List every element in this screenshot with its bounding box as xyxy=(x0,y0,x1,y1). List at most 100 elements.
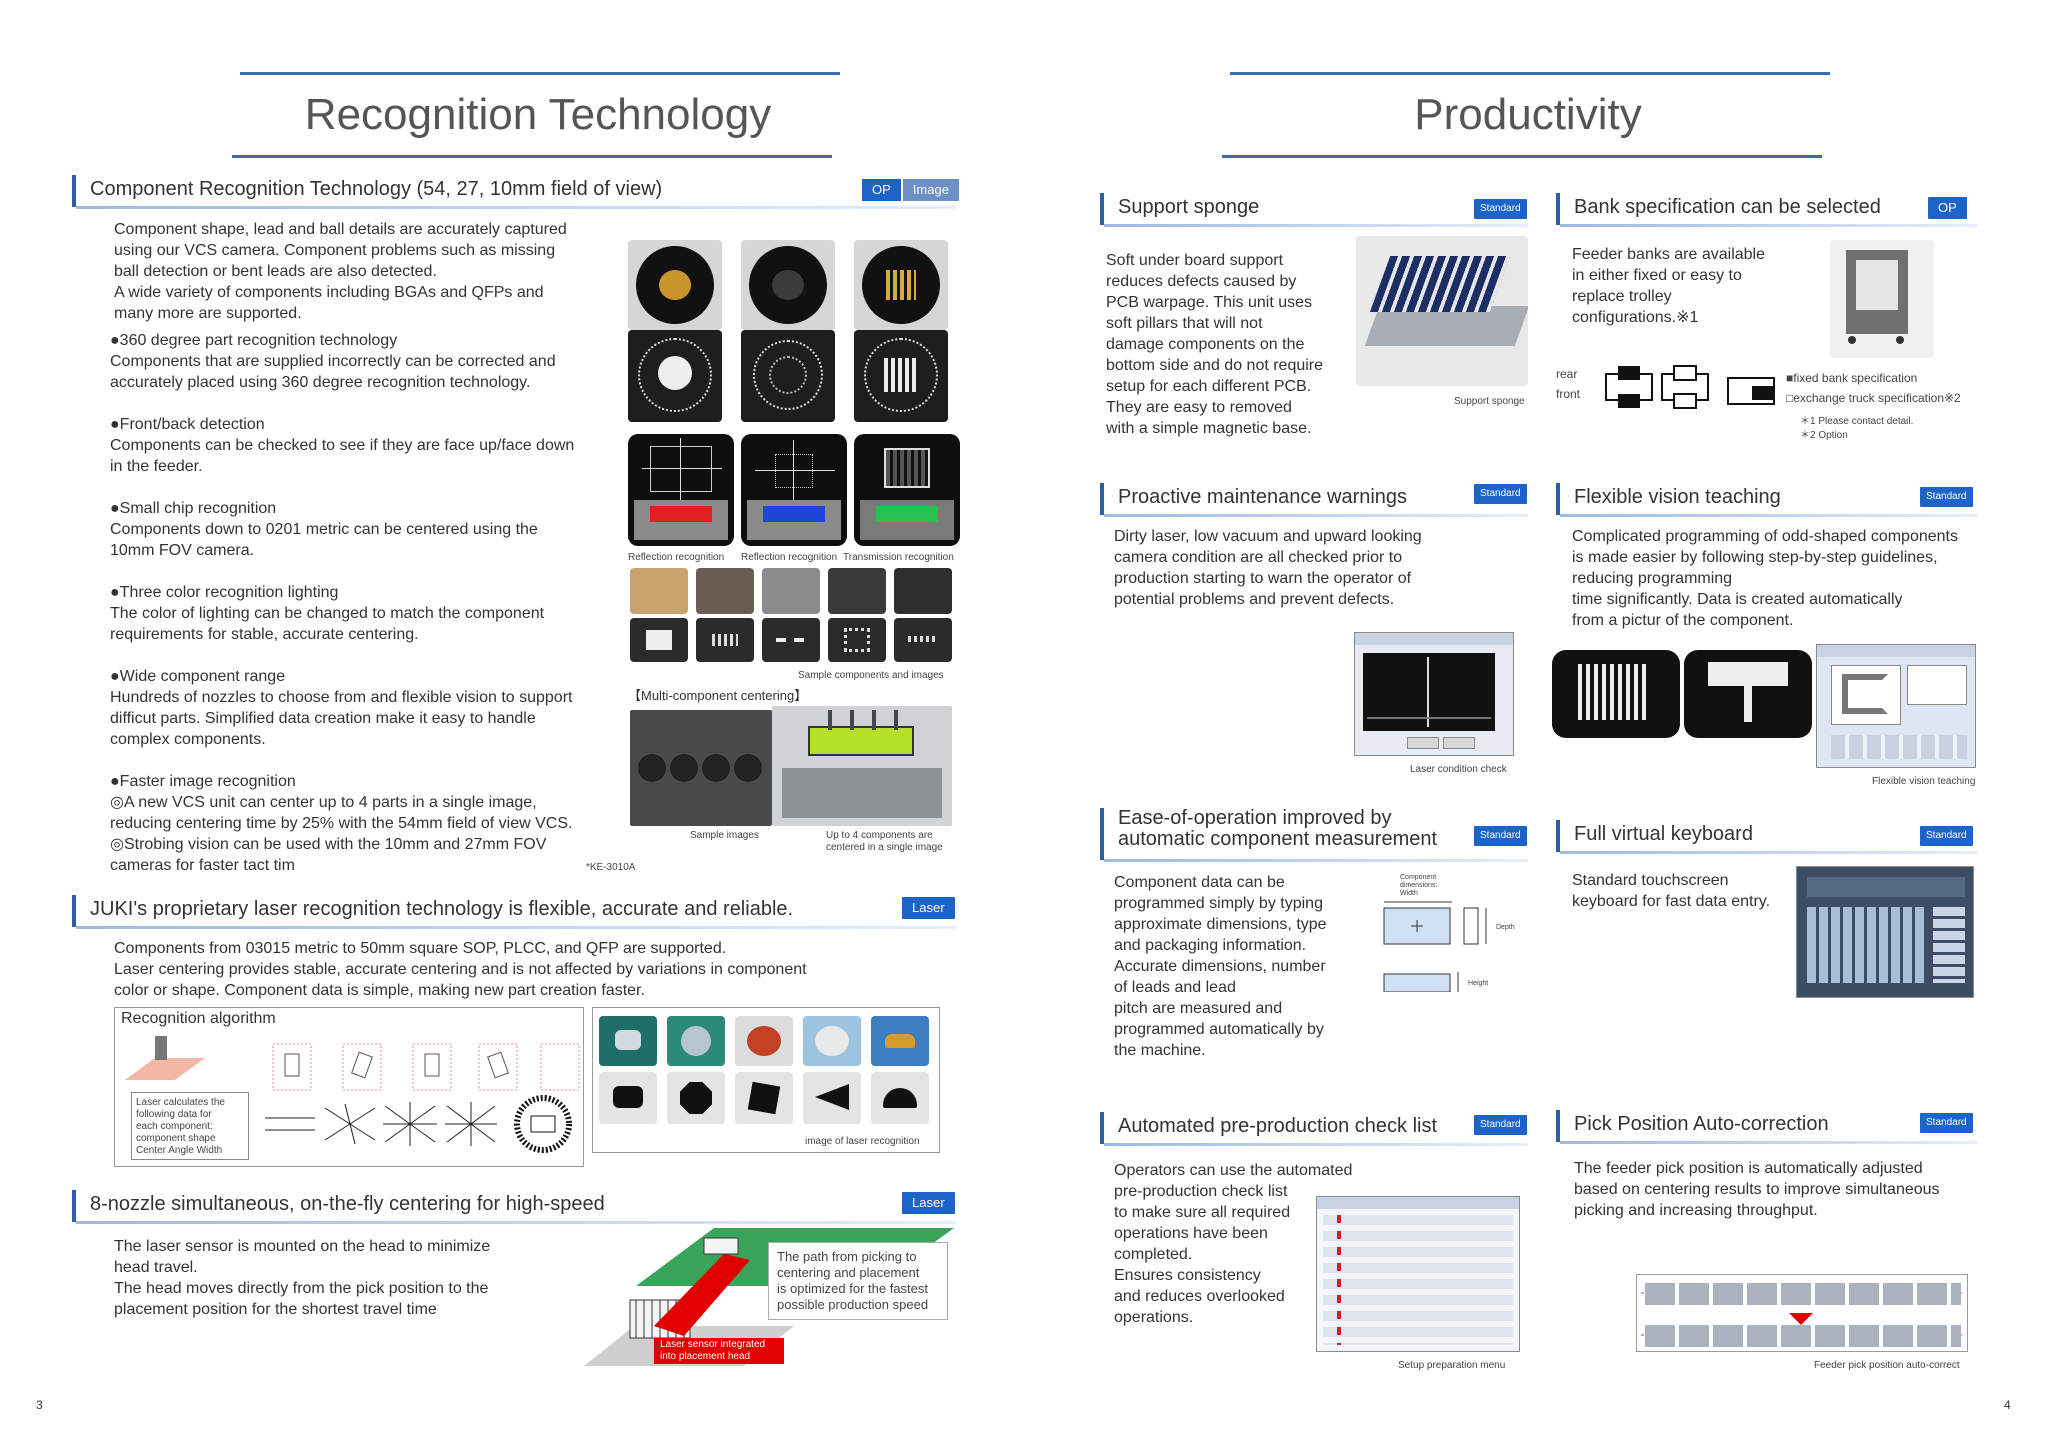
rear-label: rear xyxy=(1556,367,1578,381)
support-sponge-photo xyxy=(1356,236,1528,386)
text-line: and reduces overlooked xyxy=(1114,1288,1285,1305)
laser-component-5 xyxy=(871,1016,929,1066)
laser-sensor-label: Laser sensor integrated into placement h… xyxy=(654,1338,784,1364)
text-line: Ensures consistency xyxy=(1114,1267,1261,1284)
feeder-caption: Feeder pick position auto-correct xyxy=(1814,1360,1960,1371)
sample-image xyxy=(894,618,952,662)
laser-scan-2 xyxy=(667,1072,725,1124)
algorithm-diagram xyxy=(125,1036,580,1153)
section-title: Full virtual keyboard xyxy=(1574,823,1753,845)
text-line: Standard touchscreen xyxy=(1572,872,1729,889)
intro-line: using our VCS camera. Component problems… xyxy=(114,242,556,259)
standard-badge: Standard xyxy=(1474,484,1527,504)
measurement-text: Component data can be programmed simply … xyxy=(1114,872,1364,1061)
setup-preparation-screen xyxy=(1316,1196,1520,1352)
nozzle-line: placement position for the shortest trav… xyxy=(114,1301,437,1318)
text-line: time significantly. Data is created auto… xyxy=(1572,591,1903,608)
intro-line: Component shape, lead and ball details a… xyxy=(114,221,567,238)
laser-component-4 xyxy=(803,1016,861,1066)
text-line: in either fixed or easy to xyxy=(1572,267,1742,284)
standard-badge: Standard xyxy=(1920,1113,1973,1133)
dimension-diagram: Component dimensions: Width Depth Height xyxy=(1380,872,1520,992)
feature-line: cameras for faster tact tim xyxy=(110,857,295,874)
standard-badge: Standard xyxy=(1474,826,1527,846)
section-title: Flexible vision teaching xyxy=(1574,486,1781,508)
feature-line: complex components. xyxy=(110,731,266,748)
intro-line: many more are supported. xyxy=(114,305,302,322)
front-label: front xyxy=(1556,387,1581,401)
feature-line: Components can be checked to see if they… xyxy=(110,437,575,454)
component-photo-1 xyxy=(628,240,722,330)
feature-title: ●Small chip recognition xyxy=(110,500,277,517)
feature-list: ●360 degree part recognition technology … xyxy=(110,330,630,876)
feature-line: in the feeder. xyxy=(110,458,203,475)
text-line: setup for each different PCB. xyxy=(1106,378,1312,395)
standard-badge: Standard xyxy=(1474,1115,1527,1135)
feeder-row-top xyxy=(1645,1283,1961,1305)
laser-scan-5 xyxy=(871,1072,929,1124)
page-number-right: 4 xyxy=(2004,1398,2011,1412)
shadow-lines xyxy=(265,1102,497,1146)
text-line: operations have been xyxy=(1114,1225,1268,1242)
up-to-4-caption: Up to 4 components are centered in a sin… xyxy=(826,830,943,854)
op-badge-right: OP xyxy=(1928,197,1967,219)
text-line: pre-production check list xyxy=(1114,1183,1288,1200)
text-line: pitch are measured and xyxy=(1114,1000,1283,1017)
bank-spec-heading: Bank specification can be selected xyxy=(1556,193,1978,227)
text-line: keyboard for fast data entry. xyxy=(1572,893,1771,910)
support-sponge-caption: Support sponge xyxy=(1454,396,1525,407)
laser-scan-3 xyxy=(735,1072,793,1124)
text-line: Accurate dimensions, number xyxy=(1114,958,1326,975)
text-line: programmed automatically by xyxy=(1114,1021,1324,1038)
maintenance-heading: Proactive maintenance warnings xyxy=(1100,483,1528,517)
standard-badge: Standard xyxy=(1920,826,1973,846)
text-line: programmed simply by typing xyxy=(1114,895,1323,912)
intro-line: ball detection or bent leads are also de… xyxy=(114,263,437,280)
feeder-pick-diagram xyxy=(1636,1274,1968,1352)
feature-title: ●Wide component range xyxy=(110,668,286,685)
text-line: operations. xyxy=(1114,1309,1194,1326)
laser-condition-screen xyxy=(1354,632,1514,756)
vision-teaching-heading: Flexible vision teaching xyxy=(1556,483,1978,517)
dims-line: dimensions: xyxy=(1400,882,1438,889)
sample-component xyxy=(630,568,688,614)
bank-diagram xyxy=(1605,365,1775,409)
section-title: Pick Position Auto-correction xyxy=(1574,1113,1829,1135)
section-title: JUKI's proprietary laser recognition tec… xyxy=(90,898,794,920)
text-line: picking and increasing throughput. xyxy=(1574,1202,1818,1219)
feature-line: reducing centering time by 25% with the … xyxy=(110,815,573,832)
transmission-monitor-green xyxy=(854,434,960,546)
text-line: soft pillars that will not xyxy=(1106,315,1263,332)
callout-line: centering and placement xyxy=(777,1265,920,1280)
dims-line: Component xyxy=(1400,874,1437,881)
laser-image-box: image of laser recognition xyxy=(592,1007,940,1153)
reflection-caption-1: Reflection recognition xyxy=(628,552,725,563)
laser-badge-2: Laser xyxy=(902,1192,955,1214)
text-line: the machine. xyxy=(1114,1042,1206,1059)
text-line: reduces defects caused by xyxy=(1106,273,1297,290)
sample-component xyxy=(828,568,886,614)
text-line: completed. xyxy=(1114,1246,1193,1263)
laser-condition-caption: Laser condition check xyxy=(1410,764,1507,775)
section-title: Support sponge xyxy=(1118,196,1260,218)
sample-multi-image xyxy=(630,710,772,826)
text-line: production starting to warn the operator… xyxy=(1114,570,1412,587)
label-line: into placement head xyxy=(660,1351,751,1362)
nozzle-line: head travel. xyxy=(114,1259,198,1276)
laser-badge: Laser xyxy=(902,897,955,919)
recognition-algorithm-box: Recognition algorithm Laser calculates t… xyxy=(114,1007,584,1167)
section-title: 8-nozzle simultaneous, on-the-fly center… xyxy=(90,1193,605,1215)
section-title-line-1: Ease-of-operation improved by xyxy=(1118,807,1392,829)
support-sponge-text: Soft under board support reduces defects… xyxy=(1106,250,1356,439)
keyboard-text: Standard touchscreen keyboard for fast d… xyxy=(1572,870,1812,912)
recognition-image-3 xyxy=(854,330,948,422)
text-line: camera condition are all checked prior t… xyxy=(1114,549,1403,566)
component-intro: Component shape, lead and ball details a… xyxy=(114,219,634,324)
recognition-image-1 xyxy=(628,330,722,422)
model-note: *KE-3010A xyxy=(586,862,636,873)
laser-beams xyxy=(125,1036,580,1091)
page-number-left: 3 xyxy=(36,1398,43,1412)
exchange-truck-legend: □exchange truck specification※2 xyxy=(1786,391,1961,405)
note-1: ＊1 Please contact detail. xyxy=(1800,416,1914,427)
standard-badge: Standard xyxy=(1920,487,1973,507)
